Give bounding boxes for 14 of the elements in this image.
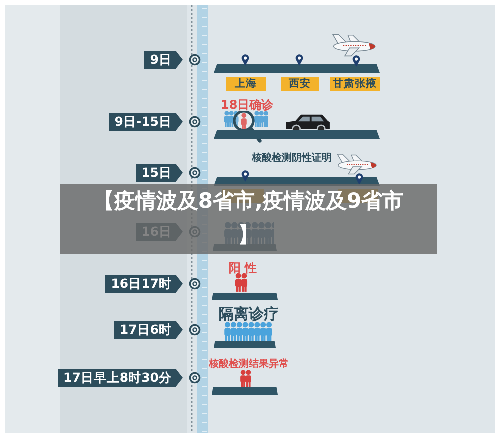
status-label: 核酸检测结果异常 — [209, 358, 289, 371]
date-tag: 15日 — [136, 164, 183, 182]
place-tag: 甘肃张掖 — [330, 77, 380, 91]
caption-label: 核酸检测阴性证明 — [252, 152, 332, 165]
date-tag: 16日17时 — [105, 275, 183, 293]
date-tag: 17日早上8时30分 — [58, 369, 183, 387]
date-tag: 9日 — [144, 51, 183, 69]
status-label: 隔离诊疗 — [219, 305, 279, 324]
status-label: 阳性 — [229, 260, 261, 277]
place-tag: 上海 — [226, 77, 266, 91]
status-label: 18日确诊 — [221, 97, 274, 114]
place-tag: 西安 — [281, 77, 319, 91]
date-tag: 9日-15日 — [108, 113, 183, 131]
date-tag: 17日6时 — [114, 321, 183, 339]
